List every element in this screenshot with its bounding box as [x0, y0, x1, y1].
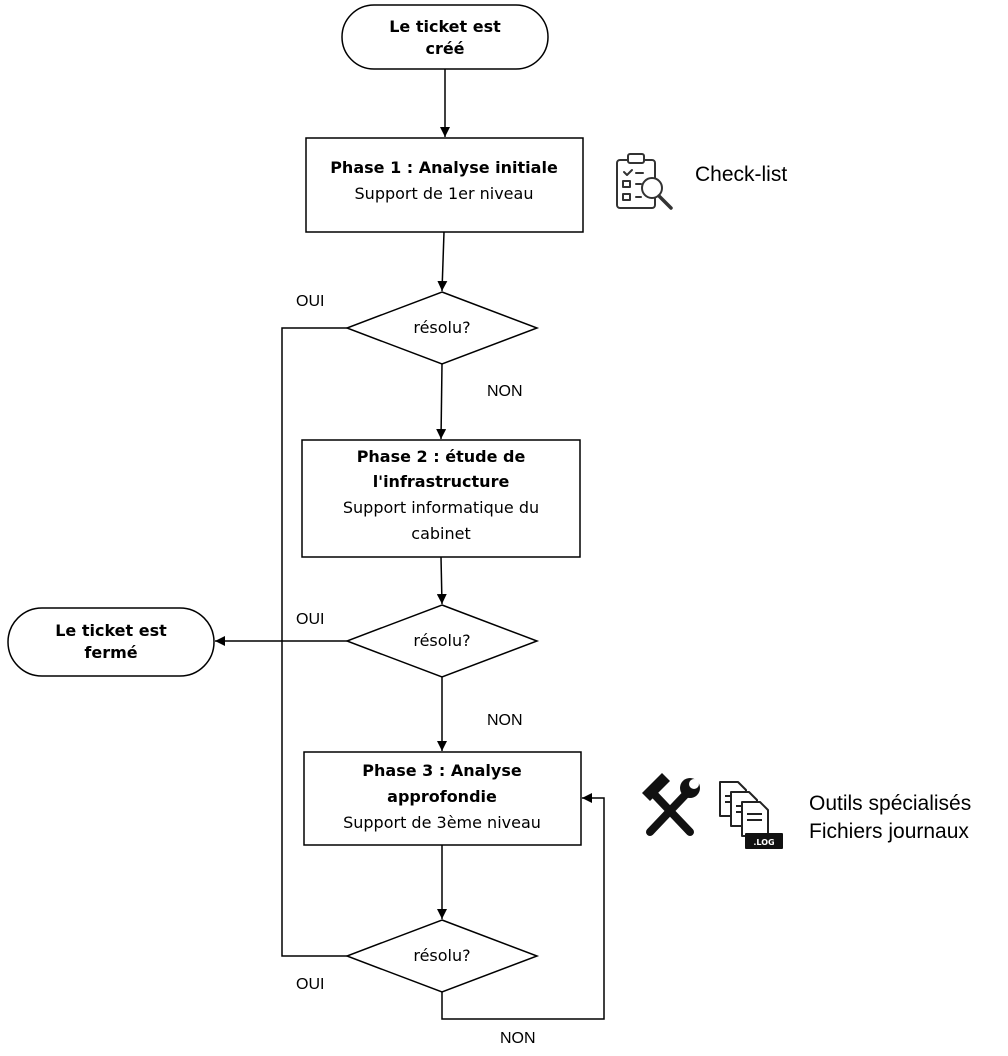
tools-label-line1: Outils spécialisés — [809, 792, 971, 815]
phase2-subtitle-line1: Support informatique du — [343, 498, 539, 517]
phase2-subtitle-line2: cabinet — [411, 524, 470, 543]
tools-label-line2: Fichiers journaux — [809, 820, 969, 843]
decision3-diamond: résolu? — [344, 919, 540, 993]
edge-phase1-to-decision1 — [437, 231, 448, 292]
edge-non-loop-back-phase3 — [441, 793, 605, 1020]
log-badge-label: .LOG — [753, 838, 774, 847]
end-terminal: Le ticket est fermé — [7, 607, 215, 677]
edge-label-non-2: NON — [487, 712, 523, 729]
phase1-title: Phase 1 : Analyse initiale — [330, 158, 558, 177]
decision1-diamond: résolu? — [344, 291, 540, 365]
start-label-line1: Le ticket est — [389, 17, 501, 36]
decision1-label: résolu? — [413, 318, 470, 337]
phase3-box: Phase 3 : Analyse approfondie Support de… — [303, 751, 582, 846]
phase2-box: Phase 2 : étude de l'infrastructure Supp… — [301, 439, 581, 558]
phase3-title-line1: Phase 3 : Analyse — [362, 761, 522, 780]
checklist-label: Check-list — [695, 163, 787, 186]
decision3-label: résolu? — [413, 946, 470, 965]
edge-decision1-to-phase2 — [436, 363, 447, 440]
edge-label-non-3: NON — [500, 1030, 536, 1047]
edge-label-oui-1: OUI — [296, 293, 324, 310]
phase1-box: Phase 1 : Analyse initiale Support de 1e… — [305, 137, 584, 233]
checklist-magnifier-icon — [616, 153, 673, 210]
phase2-title-line1: Phase 2 : étude de — [357, 447, 526, 466]
wrench-hammer-icon — [642, 773, 700, 836]
phase3-subtitle: Support de 3ème niveau — [343, 813, 541, 832]
phase2-title-line2: l'infrastructure — [373, 472, 510, 491]
start-label-line2: créé — [425, 39, 464, 58]
edge-oui-bus-line — [281, 327, 347, 957]
log-files-icon: .LOG — [719, 781, 783, 849]
end-label-line2: fermé — [84, 643, 137, 662]
start-terminal: Le ticket est créé — [341, 4, 549, 70]
phase1-subtitle: Support de 1er niveau — [355, 184, 534, 203]
decision2-diamond: résolu? — [344, 604, 540, 678]
edge-label-non-1: NON — [487, 383, 523, 400]
edge-phase2-to-decision2 — [436, 556, 447, 605]
end-label-line1: Le ticket est — [55, 621, 167, 640]
phase3-title-line2: approfondie — [387, 787, 497, 806]
edge-label-oui-2: OUI — [296, 611, 324, 628]
decision2-label: résolu? — [413, 631, 470, 650]
edge-label-oui-3: OUI — [296, 976, 324, 993]
